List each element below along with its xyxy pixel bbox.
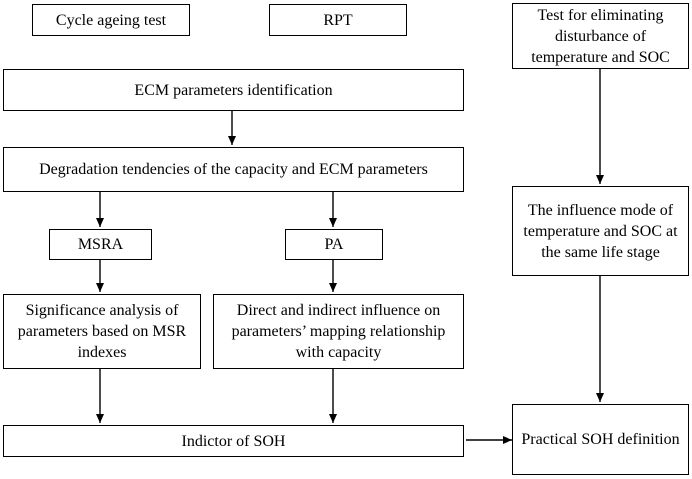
indicator-soh-label: Indictor of SOH xyxy=(181,432,286,450)
msra-box: MSRA xyxy=(49,229,152,260)
direct-indirect-influence-label: Direct and indirect influence on paramet… xyxy=(231,302,446,361)
rpt-label: RPT xyxy=(323,11,353,29)
msra-label: MSRA xyxy=(77,236,124,253)
influence-mode-label: The influence mode of temperature and SO… xyxy=(523,201,678,261)
cycle-ageing-test-label: Cycle ageing test xyxy=(55,11,167,29)
practical-soh-box: Practical SOH definition xyxy=(512,404,689,475)
pa-label: PA xyxy=(324,236,344,253)
pa-box: PA xyxy=(285,229,383,260)
eliminating-disturbance-label: Test for eliminating disturbance of temp… xyxy=(531,6,670,66)
ecm-identification-label: ECM parameters identification xyxy=(134,81,333,99)
eliminating-disturbance-box: Test for eliminating disturbance of temp… xyxy=(512,3,689,69)
cycle-ageing-test-box: Cycle ageing test xyxy=(32,4,190,36)
rpt-box: RPT xyxy=(269,4,407,36)
direct-indirect-influence-box: Direct and indirect influence on paramet… xyxy=(213,294,464,369)
degradation-tendencies-box: Degradation tendencies of the capacity a… xyxy=(3,147,464,192)
ecm-identification-box: ECM parameters identification xyxy=(3,69,464,111)
significance-analysis-box: Significance analysis of parameters base… xyxy=(3,294,201,369)
indicator-soh-box: Indictor of SOH xyxy=(3,425,464,457)
significance-analysis-label: Significance analysis of parameters base… xyxy=(17,302,187,361)
practical-soh-label: Practical SOH definition xyxy=(521,431,680,448)
influence-mode-box: The influence mode of temperature and SO… xyxy=(512,186,689,276)
degradation-tendencies-label: Degradation tendencies of the capacity a… xyxy=(39,161,428,178)
